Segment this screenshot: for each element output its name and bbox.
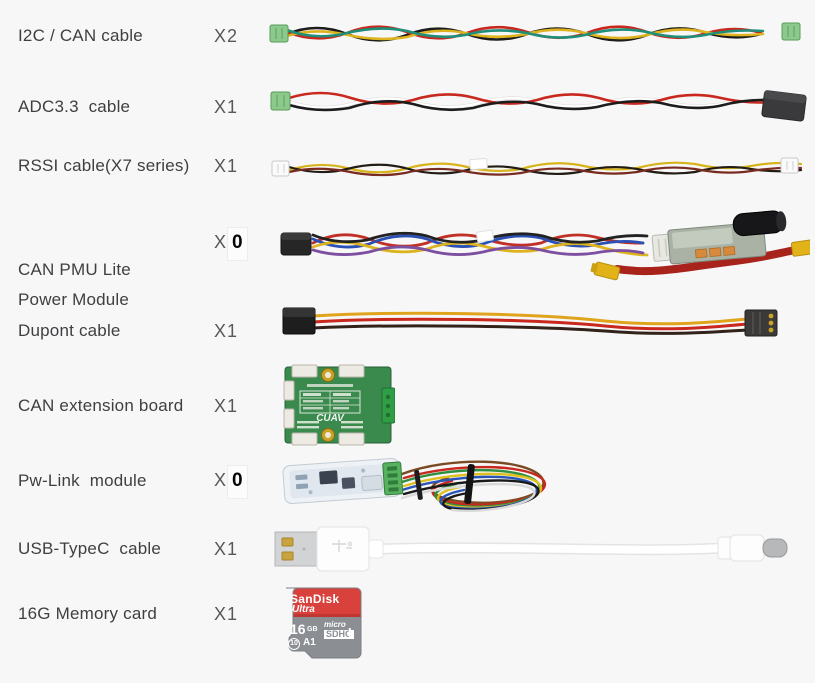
sd-uhs-mark: I <box>348 625 352 640</box>
item-qty-can-extension-board: X1 <box>214 396 239 416</box>
item-label-adc33-cable: ADC3.3 cable <box>18 97 131 116</box>
item-label-memory-card: 16G Memory card <box>18 604 158 623</box>
i2c-can-cable-image <box>265 12 805 56</box>
item-qty-rssi-cable: X1 <box>214 156 239 176</box>
sandisk-brand: SanDisk <box>290 592 340 606</box>
item-qty-i2c-can-cable: X2 <box>214 26 239 46</box>
item-qty-usb-typec-cable: X1 <box>214 539 239 559</box>
sd-capacity-unit: GB <box>307 626 318 633</box>
can-extension-board-image: CUAV <box>283 364 395 446</box>
item-qty-adc33-cable: X1 <box>214 97 239 117</box>
adc33-cable-image <box>265 80 810 128</box>
rssi-cable-image <box>265 146 805 188</box>
usb-typec-cable-image <box>270 524 790 574</box>
sd-format-word: micro <box>324 620 346 629</box>
item-qty-dupont-cable: X1 <box>214 321 239 341</box>
sd-capacity: 16 <box>290 621 306 637</box>
dupont-cable-image <box>275 300 785 355</box>
sd-app-class: A1 <box>303 637 316 648</box>
item-qty-memory-card: X1 <box>214 604 239 624</box>
sandisk-memory-card-image: SanDisk Ultra 16 GB 10 A1 micro SDHC I <box>276 586 364 660</box>
sd-speed-class-badge: 10 <box>288 638 300 650</box>
cuav-logo: CUAV <box>316 413 345 424</box>
can-pmu-lite-image <box>265 205 810 290</box>
pw-link-module-image <box>280 448 570 518</box>
sandisk-series: Ultra <box>292 604 315 615</box>
item-label-pw-link-module: Pw-Link module <box>18 471 147 490</box>
item-label-i2c-can-cable: I2C / CAN cable <box>18 26 143 45</box>
sd-format-type: SDHC <box>324 629 354 639</box>
item-label-dupont-cable: Dupont cable <box>18 321 121 340</box>
item-label-can-extension-board: CAN extension board <box>18 396 184 415</box>
item-label-usb-typec-cable: USB-TypeC cable <box>18 539 162 558</box>
item-label-rssi-cable: RSSI cable(X7 series) <box>18 156 190 175</box>
